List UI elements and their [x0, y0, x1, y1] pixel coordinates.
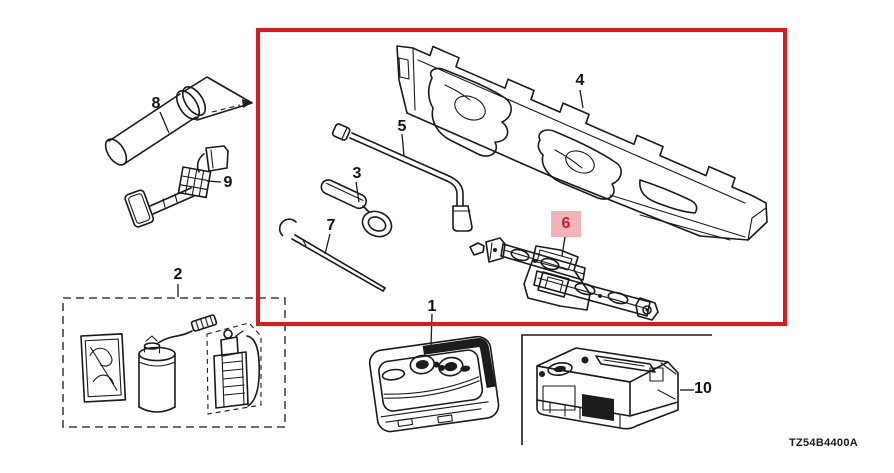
part-1-compressor-drawing	[368, 313, 500, 433]
part-2-bottle	[138, 314, 218, 413]
part-3-tow-hook-drawing	[320, 179, 393, 238]
part-5-wheel-wrench-drawing	[331, 123, 473, 232]
part-5-callout[interactable]: 5	[397, 118, 407, 135]
part-7-jack-handle-drawing	[278, 218, 386, 292]
diagram-code: TZ54B4400A	[788, 437, 858, 449]
part-9-bracket-drawing	[124, 145, 229, 228]
part-10-kit-box-drawing	[536, 347, 694, 430]
part-1-callout[interactable]: 1	[427, 298, 437, 315]
part-4-callout[interactable]: 4	[575, 72, 585, 89]
part-10-divider-bracket	[521, 334, 712, 445]
part-8-callout[interactable]: 8	[151, 95, 161, 112]
part-8-funnel-drawing	[104, 76, 253, 166]
part-6-jack-drawing	[469, 236, 659, 321]
part-9-callout[interactable]: 9	[223, 174, 233, 191]
part-7-callout[interactable]: 7	[326, 217, 336, 234]
part-10-callout[interactable]: 10	[694, 380, 712, 397]
part-2-kit-box-drawing	[62, 284, 286, 428]
highlight-box	[256, 28, 787, 326]
part-2-sealant-holder	[206, 322, 262, 415]
part-2-callout[interactable]: 2	[173, 266, 183, 283]
part-3-callout[interactable]: 3	[352, 165, 362, 182]
part-6-callout-highlighted[interactable]: 6	[551, 211, 581, 237]
part-4-tool-tray-drawing	[396, 45, 768, 241]
part-2-pouch	[80, 333, 127, 403]
